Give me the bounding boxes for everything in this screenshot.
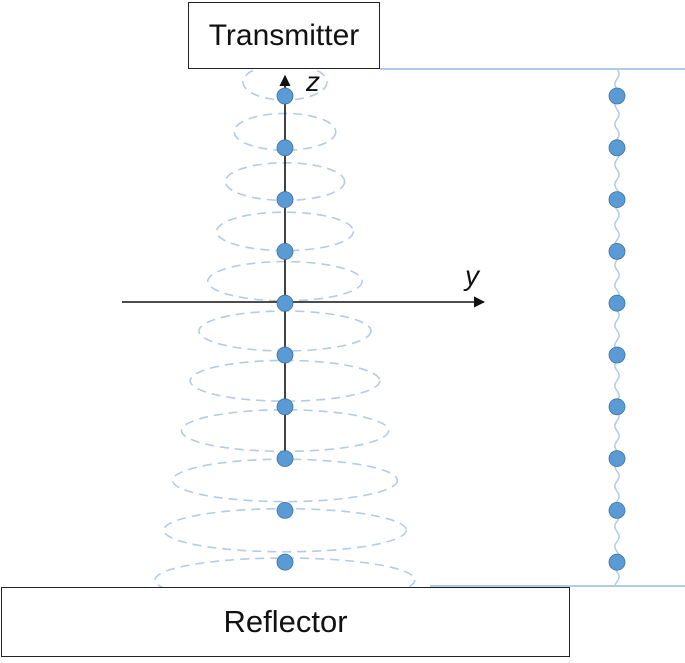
transmitter-box: Transmitter <box>188 2 380 69</box>
pattern-ellipse <box>215 211 355 252</box>
axis-z-label: z <box>306 66 320 97</box>
right-column-dot <box>608 501 626 519</box>
right-column-dot <box>608 242 626 260</box>
right-column-dot <box>608 398 626 416</box>
left-column-dot <box>276 501 294 519</box>
right-column-dot <box>608 553 626 571</box>
left-column-dot <box>276 450 294 468</box>
reflector-box: Reflector <box>1 587 570 657</box>
boundary-lines <box>380 68 685 587</box>
left-column-dot <box>276 87 294 105</box>
axis-y-label: y <box>465 260 479 291</box>
left-column-dot <box>276 191 294 209</box>
pattern-ellipse <box>154 557 416 603</box>
left-column-dot <box>276 139 294 157</box>
right-column-dot <box>608 191 626 209</box>
left-column-dot <box>276 346 294 364</box>
left-column-dot <box>276 242 294 260</box>
left-column-dot <box>276 553 294 571</box>
right-column-dot <box>608 87 626 105</box>
left-column-dot <box>276 294 294 312</box>
right-column-dot <box>608 450 626 468</box>
right-column-dot <box>608 346 626 364</box>
left-column-dot <box>276 398 294 416</box>
particle-dots <box>276 87 626 571</box>
right-column-dot <box>608 139 626 157</box>
transmitter-label: Transmitter <box>208 18 360 52</box>
reflector-label: Reflector <box>223 604 348 639</box>
right-column-dot <box>608 294 626 312</box>
